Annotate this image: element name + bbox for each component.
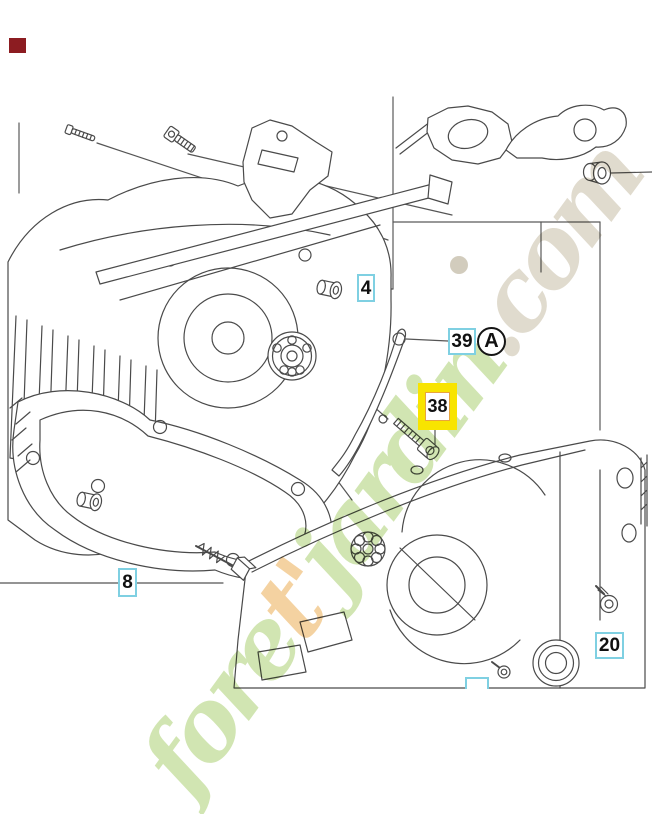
label-part-20[interactable]: 20 bbox=[595, 632, 624, 659]
label-part-20-text: 20 bbox=[598, 635, 621, 656]
top-right-parts-drawing bbox=[395, 104, 648, 527]
plug-4-drawing bbox=[316, 279, 343, 300]
screw-38-drawing bbox=[393, 417, 440, 461]
oil-seal-drawing bbox=[532, 639, 580, 687]
label-partial-cutoff bbox=[465, 677, 489, 689]
plug-left-drawing bbox=[76, 491, 103, 512]
label-part-38-highlight[interactable]: 38 bbox=[418, 383, 457, 430]
detail-reference-a: A bbox=[477, 327, 506, 356]
label-part-39[interactable]: 39 bbox=[448, 328, 476, 355]
label-part-38-innerbox: 38 bbox=[425, 392, 450, 421]
star-hole bbox=[350, 531, 386, 567]
hook-strip-drawing bbox=[331, 328, 407, 477]
screw-20-drawing bbox=[595, 585, 619, 614]
screw-bottom-drawing bbox=[491, 661, 511, 679]
screw-top-left-2-drawing bbox=[163, 125, 196, 153]
detail-reference-a-text: A bbox=[484, 330, 499, 352]
screw-top-left-1-drawing bbox=[64, 124, 96, 142]
label-part-4[interactable]: 4 bbox=[357, 274, 375, 302]
watermark-dot bbox=[450, 256, 468, 274]
label-part-38-text: 38 bbox=[427, 396, 448, 416]
bushing-top-right bbox=[582, 161, 612, 185]
label-part-4-text: 4 bbox=[360, 277, 372, 299]
crankcase-right-drawing bbox=[233, 439, 646, 689]
top-bracket-drawing bbox=[242, 119, 333, 219]
label-part-8-text: 8 bbox=[122, 572, 133, 593]
label-part-39-text: 39 bbox=[451, 331, 473, 352]
spring-bolt-8-drawing bbox=[195, 542, 257, 581]
corner-marker bbox=[9, 38, 26, 53]
ball-bearing-drawing bbox=[267, 331, 317, 381]
label-part-8[interactable]: 8 bbox=[118, 568, 137, 597]
